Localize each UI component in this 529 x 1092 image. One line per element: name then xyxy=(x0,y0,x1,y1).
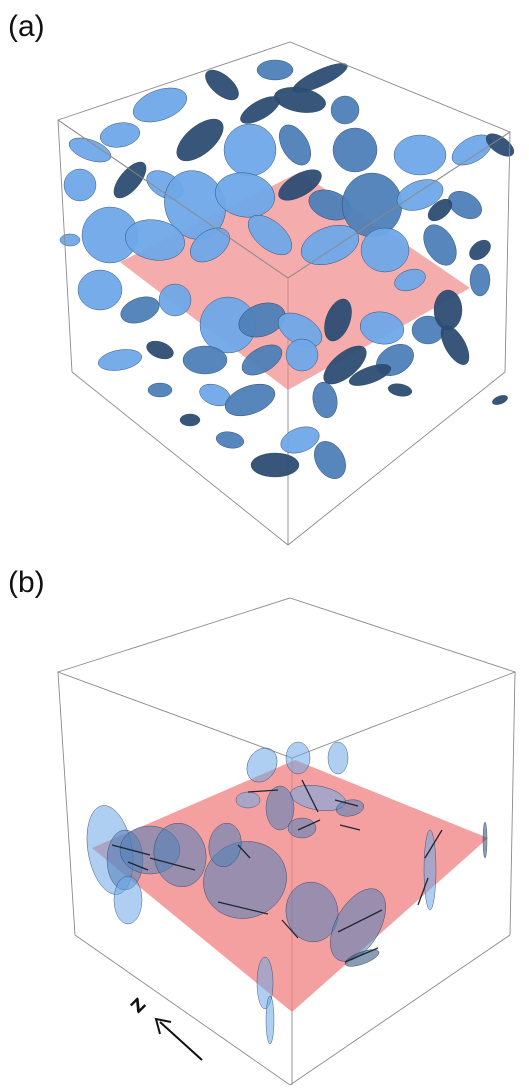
disk xyxy=(247,214,293,256)
disk xyxy=(113,161,147,199)
disk xyxy=(485,133,515,157)
disk xyxy=(98,349,142,371)
disk xyxy=(423,224,457,266)
disk xyxy=(125,219,185,261)
disk xyxy=(146,340,174,360)
disk xyxy=(330,95,360,125)
disk xyxy=(182,345,228,375)
disk xyxy=(256,956,274,1010)
disk xyxy=(278,169,322,201)
disk xyxy=(224,383,276,417)
disk xyxy=(120,296,160,324)
disk xyxy=(240,96,280,124)
disk xyxy=(205,69,239,101)
cube-front-edges xyxy=(57,41,511,546)
disk xyxy=(300,225,360,265)
disk xyxy=(215,431,245,449)
disk-fractures xyxy=(59,59,515,479)
disk xyxy=(235,791,261,809)
disk xyxy=(223,123,277,177)
disk xyxy=(312,381,338,419)
disk xyxy=(176,118,224,162)
disk xyxy=(448,191,482,219)
disk xyxy=(215,172,275,218)
disk xyxy=(63,168,97,202)
disk xyxy=(335,799,365,817)
disk xyxy=(482,821,488,859)
disk xyxy=(285,881,339,943)
disk xyxy=(280,426,320,454)
disk xyxy=(330,888,386,962)
disk xyxy=(147,382,173,398)
disk-fractures xyxy=(86,741,488,1045)
panel-b-label: (b) xyxy=(8,566,45,599)
disk xyxy=(433,289,463,331)
disk xyxy=(68,137,112,163)
disk xyxy=(427,198,453,222)
disk xyxy=(279,124,311,166)
disk xyxy=(274,87,326,113)
disk xyxy=(359,311,405,345)
cutting-plane xyxy=(92,760,488,1012)
disk xyxy=(238,302,286,338)
disk xyxy=(332,127,378,173)
disk xyxy=(344,949,380,967)
intersection-traces xyxy=(111,779,443,963)
disk xyxy=(469,239,491,261)
disk xyxy=(179,413,201,427)
direction-indicator: Z xyxy=(127,995,203,1061)
disk xyxy=(492,395,508,405)
disk xyxy=(256,59,294,81)
disk xyxy=(393,134,447,176)
disk xyxy=(59,233,81,247)
disk xyxy=(246,747,278,783)
disk xyxy=(285,338,319,372)
disk xyxy=(348,364,392,386)
disk xyxy=(99,122,141,148)
panel-a-figure xyxy=(57,41,515,546)
disk xyxy=(241,344,283,376)
disk xyxy=(314,441,346,479)
disk xyxy=(190,227,230,263)
disk xyxy=(327,741,349,775)
disk xyxy=(423,829,437,911)
disk xyxy=(265,785,295,831)
disk xyxy=(158,283,192,317)
disk xyxy=(285,741,311,775)
direction-label: Z xyxy=(127,995,150,1018)
disk xyxy=(265,995,275,1045)
disk xyxy=(387,383,413,397)
disk xyxy=(396,179,444,211)
disk xyxy=(113,875,143,925)
disk xyxy=(250,452,300,478)
panel-a-label: (a) xyxy=(8,10,45,43)
disk xyxy=(469,263,491,297)
disk xyxy=(394,268,426,292)
disk xyxy=(323,345,367,385)
panel-b-figure: Z xyxy=(56,597,517,1086)
cube-front-edges xyxy=(57,671,516,1086)
disk xyxy=(77,269,123,311)
disk xyxy=(324,298,352,342)
disk xyxy=(132,87,188,123)
disk xyxy=(360,227,410,273)
